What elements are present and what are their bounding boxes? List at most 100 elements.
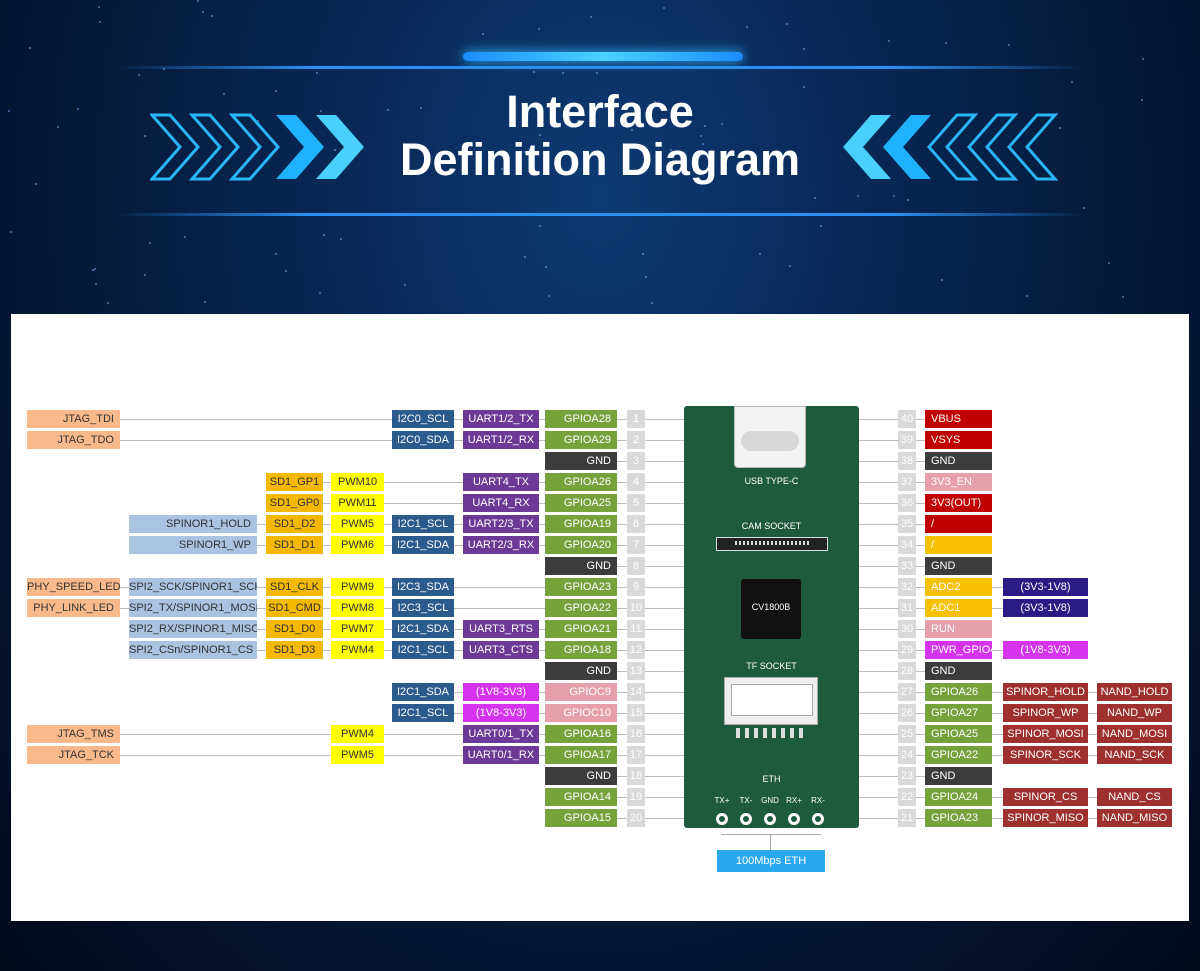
star	[95, 282, 98, 285]
pin-38-function: GND	[925, 452, 992, 470]
pin-5-function: GPIOA25	[545, 494, 617, 512]
pin-line	[848, 545, 984, 546]
eth-speed-label: 100Mbps ETH	[717, 850, 825, 872]
usb-label: USB TYPE-C	[744, 476, 799, 486]
pin-line	[848, 419, 984, 420]
star	[386, 109, 389, 112]
pin-29-function: PWR_GPIO4	[925, 641, 992, 659]
pin-6-function: GPIOA19	[545, 515, 617, 533]
star	[789, 265, 792, 268]
pin-2-function: I2C0_SDA	[392, 431, 454, 449]
star	[813, 197, 816, 200]
pin-3-function: GND	[545, 452, 617, 470]
pin-number: 3	[627, 452, 645, 470]
star	[285, 269, 288, 272]
pin-line	[37, 440, 690, 441]
pin-line	[555, 776, 690, 777]
eth-label: ETH	[762, 774, 781, 784]
pin-number: 40	[898, 410, 916, 428]
pin-31-function: (3V3-1V8)	[1003, 599, 1088, 617]
pin-9-function: SD1_CLK	[266, 578, 323, 596]
pin-line	[848, 440, 984, 441]
star	[35, 183, 38, 186]
pin-10-function: SD1_CMD	[266, 599, 323, 617]
star	[720, 122, 723, 125]
star	[93, 268, 96, 271]
pin-11-function: UART3_RTS	[463, 620, 539, 638]
eth-pin-pad	[737, 810, 755, 828]
star	[56, 125, 59, 128]
usb-connector	[734, 406, 806, 468]
pin-16-function: GPIOA16	[545, 725, 617, 743]
pin-25-function: SPINOR_MOSI	[1003, 725, 1088, 743]
pin-18-function: GND	[545, 767, 617, 785]
pin-number: 8	[627, 557, 645, 575]
pin-22-function: SPINOR_CS	[1003, 788, 1088, 806]
star	[210, 15, 213, 18]
pin-17-function: JTAG_TCK	[27, 746, 120, 764]
pin-number: 17	[627, 746, 645, 764]
pin-line	[555, 566, 690, 567]
pin-line	[555, 461, 690, 462]
pin-number: 25	[898, 725, 916, 743]
star	[791, 152, 794, 155]
pin-number: 30	[898, 620, 916, 638]
star	[571, 126, 574, 129]
tf-socket	[724, 677, 818, 725]
pin-4-function: GPIOA26	[545, 473, 617, 491]
pin-26-function: GPIOA27	[925, 704, 992, 722]
pin-29-function: (1V8-3V3)	[1003, 641, 1088, 659]
header-divider-bottom	[115, 213, 1085, 216]
star	[339, 238, 342, 241]
pin-number: 23	[898, 767, 916, 785]
pin-10-function: SPI2_TX/SPINOR1_MOSI	[129, 599, 257, 617]
eth-pin-label: TX-	[739, 796, 753, 805]
star	[315, 72, 318, 75]
pin-number: 11	[627, 620, 645, 638]
star	[275, 90, 278, 93]
pin-number: 2	[627, 431, 645, 449]
pin-31-function: ADC1	[925, 599, 992, 617]
star	[149, 241, 152, 244]
pin-2-function: GPIOA29	[545, 431, 617, 449]
pin-line	[848, 461, 984, 462]
star	[538, 133, 541, 136]
pin-39-function: VSYS	[925, 431, 992, 449]
pin-11-function: SD1_D0	[266, 620, 323, 638]
pin-number: 1	[627, 410, 645, 428]
star	[525, 115, 528, 118]
eth-connector-line	[721, 834, 821, 835]
star	[320, 109, 323, 112]
pin-9-function: I2C3_SDA	[392, 578, 454, 596]
star	[524, 255, 527, 258]
pin-line	[555, 818, 690, 819]
chip-label: CV1800B	[751, 602, 791, 612]
star	[944, 41, 947, 44]
pin-16-function: JTAG_TMS	[27, 725, 120, 743]
star	[29, 47, 32, 50]
star	[97, 6, 100, 9]
star	[538, 27, 541, 30]
star	[196, 0, 199, 3]
pin-19-function: GPIOA14	[545, 788, 617, 806]
star	[704, 125, 707, 128]
cam-socket-label: CAM SOCKET	[741, 521, 802, 531]
star	[8, 109, 11, 112]
pin-24-function: NAND_SCK	[1097, 746, 1172, 764]
star	[562, 71, 565, 74]
star	[653, 100, 656, 103]
star	[1122, 295, 1125, 298]
pin-15-function: I2C1_SCL	[392, 704, 454, 722]
star	[906, 199, 909, 202]
pin-line	[555, 671, 690, 672]
pin-number: 31	[898, 599, 916, 617]
star	[785, 23, 788, 26]
star	[183, 235, 186, 238]
pin-number: 12	[627, 641, 645, 659]
star	[586, 171, 589, 174]
pin-1-function: I2C0_SCL	[392, 410, 454, 428]
pin-number: 35	[898, 515, 916, 533]
star	[529, 154, 532, 157]
pin-9-function: GPIOA23	[545, 578, 617, 596]
pin-21-function: GPIOA23	[925, 809, 992, 827]
